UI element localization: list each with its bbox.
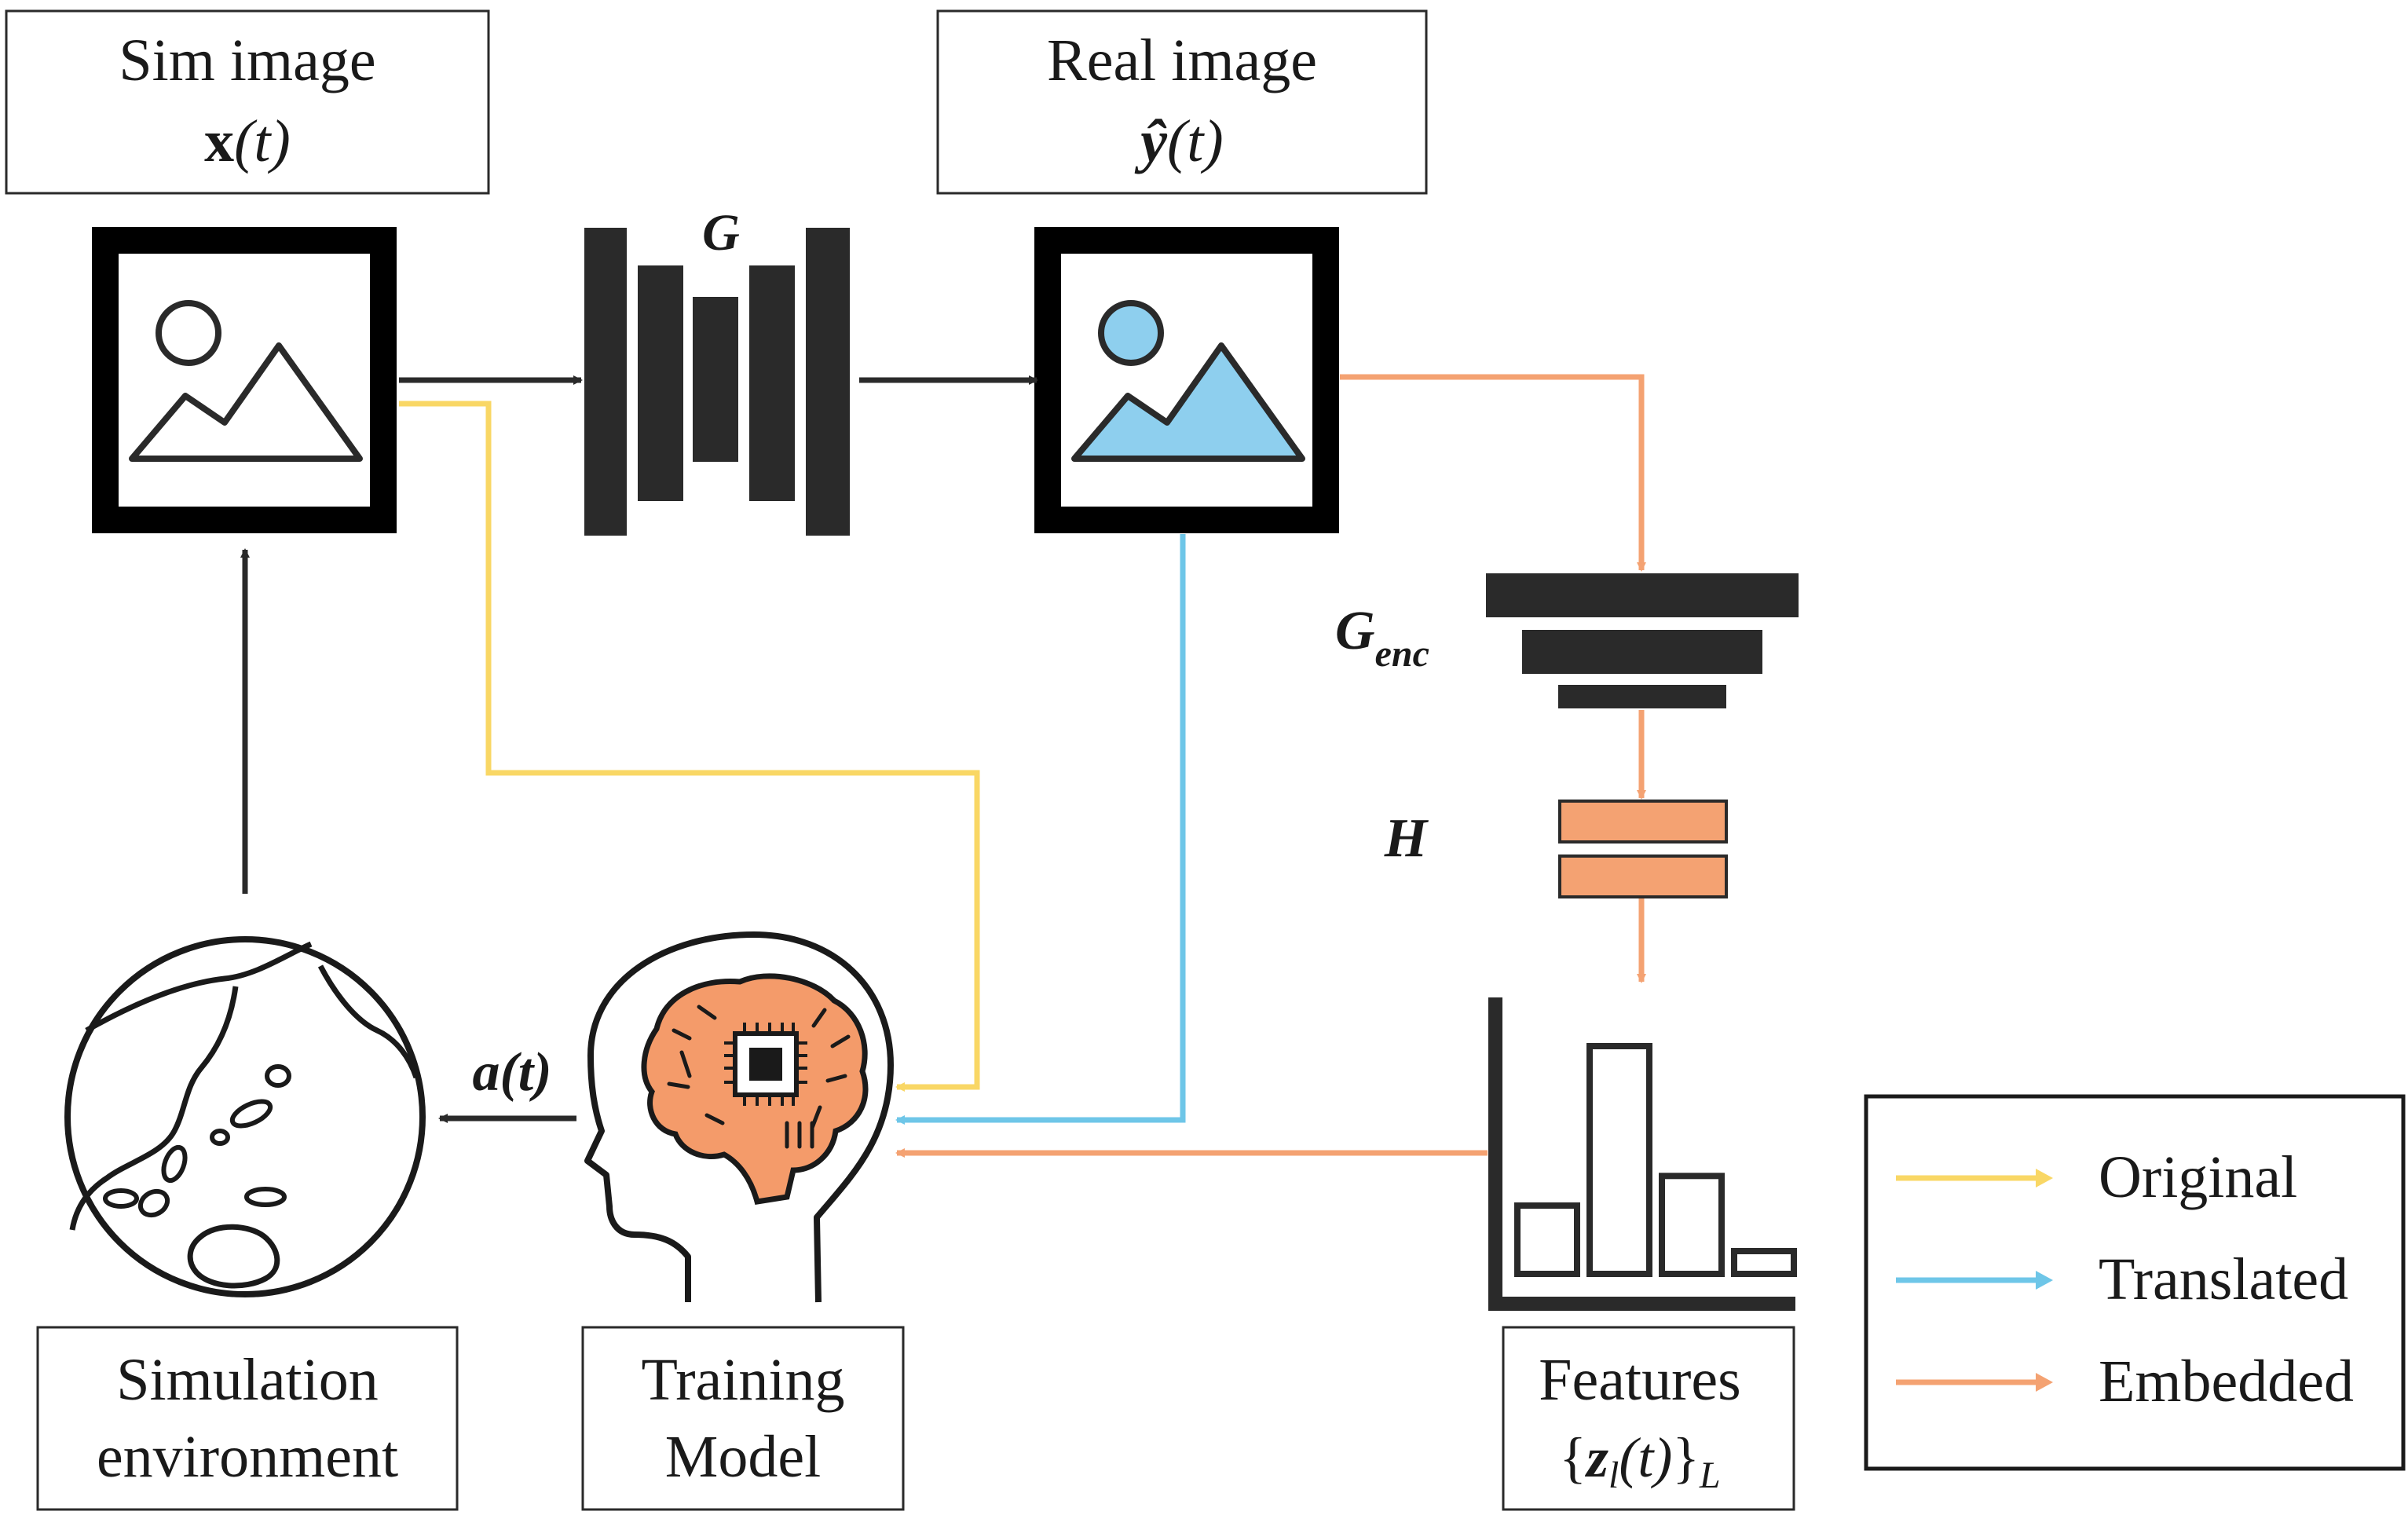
dark-arrows <box>240 375 1038 1123</box>
training-model-label-box: Training Model <box>581 1326 905 1511</box>
legend-label: Translated <box>2099 1246 2348 1312</box>
image-placeholder-icon <box>92 227 397 533</box>
feature-bar <box>1731 1248 1797 1277</box>
legend-label: Original <box>2099 1144 2297 1210</box>
training-model-line2: Model <box>665 1424 821 1490</box>
translated-flow-arrow <box>895 534 1186 1125</box>
action-label: a(t) <box>472 1042 551 1103</box>
legend-arrowhead-icon <box>2036 1373 2053 1392</box>
legend-arrowhead-icon <box>2036 1169 2053 1187</box>
legend-label: Embedded <box>2099 1349 2354 1414</box>
head-label: H <box>1384 808 1429 869</box>
sim-image-formula: x(t) <box>204 108 291 174</box>
arrow-real-to-encoder <box>1340 374 1646 572</box>
generator-label: G <box>702 204 740 262</box>
real-image-formula: ŷ(t) <box>1134 108 1223 174</box>
encoder-label: Genc <box>1335 601 1429 675</box>
sim-image-title: Sim image <box>119 27 375 93</box>
bar-chart-icon <box>1488 997 1797 1311</box>
real-image-label-box: Real image ŷ(t) <box>936 9 1428 195</box>
features-formula: {zl(t)}L <box>1559 1426 1720 1496</box>
real-image-title: Real image <box>1047 27 1317 93</box>
generator-block: G <box>584 204 850 536</box>
head-block: H <box>1384 800 1728 898</box>
encoder-block: Genc <box>1335 573 1799 708</box>
original-flow-arrow <box>399 401 980 1092</box>
features-label-box: Features {zl(t)}L <box>1502 1326 1795 1511</box>
embedded-flow-arrows <box>895 374 1646 1158</box>
globe-icon <box>64 936 426 1297</box>
simulation-environment-line1: Simulation <box>116 1347 379 1413</box>
sim-image-label-box: Sim image x(t) <box>5 9 490 195</box>
legend-arrowhead-icon <box>2036 1271 2053 1290</box>
training-model-line1: Training <box>641 1347 844 1413</box>
feature-bars <box>1514 1043 1797 1278</box>
simulation-environment-label-box: Simulation environment <box>36 1326 459 1511</box>
features-title: Features <box>1539 1347 1740 1413</box>
image-placeholder-icon <box>1034 227 1339 533</box>
feature-bar <box>1514 1202 1580 1277</box>
feature-bar <box>1659 1173 1725 1278</box>
brain-chip-icon <box>584 931 894 1303</box>
feature-bar <box>1586 1043 1652 1277</box>
simulation-environment-line2: environment <box>97 1424 398 1490</box>
